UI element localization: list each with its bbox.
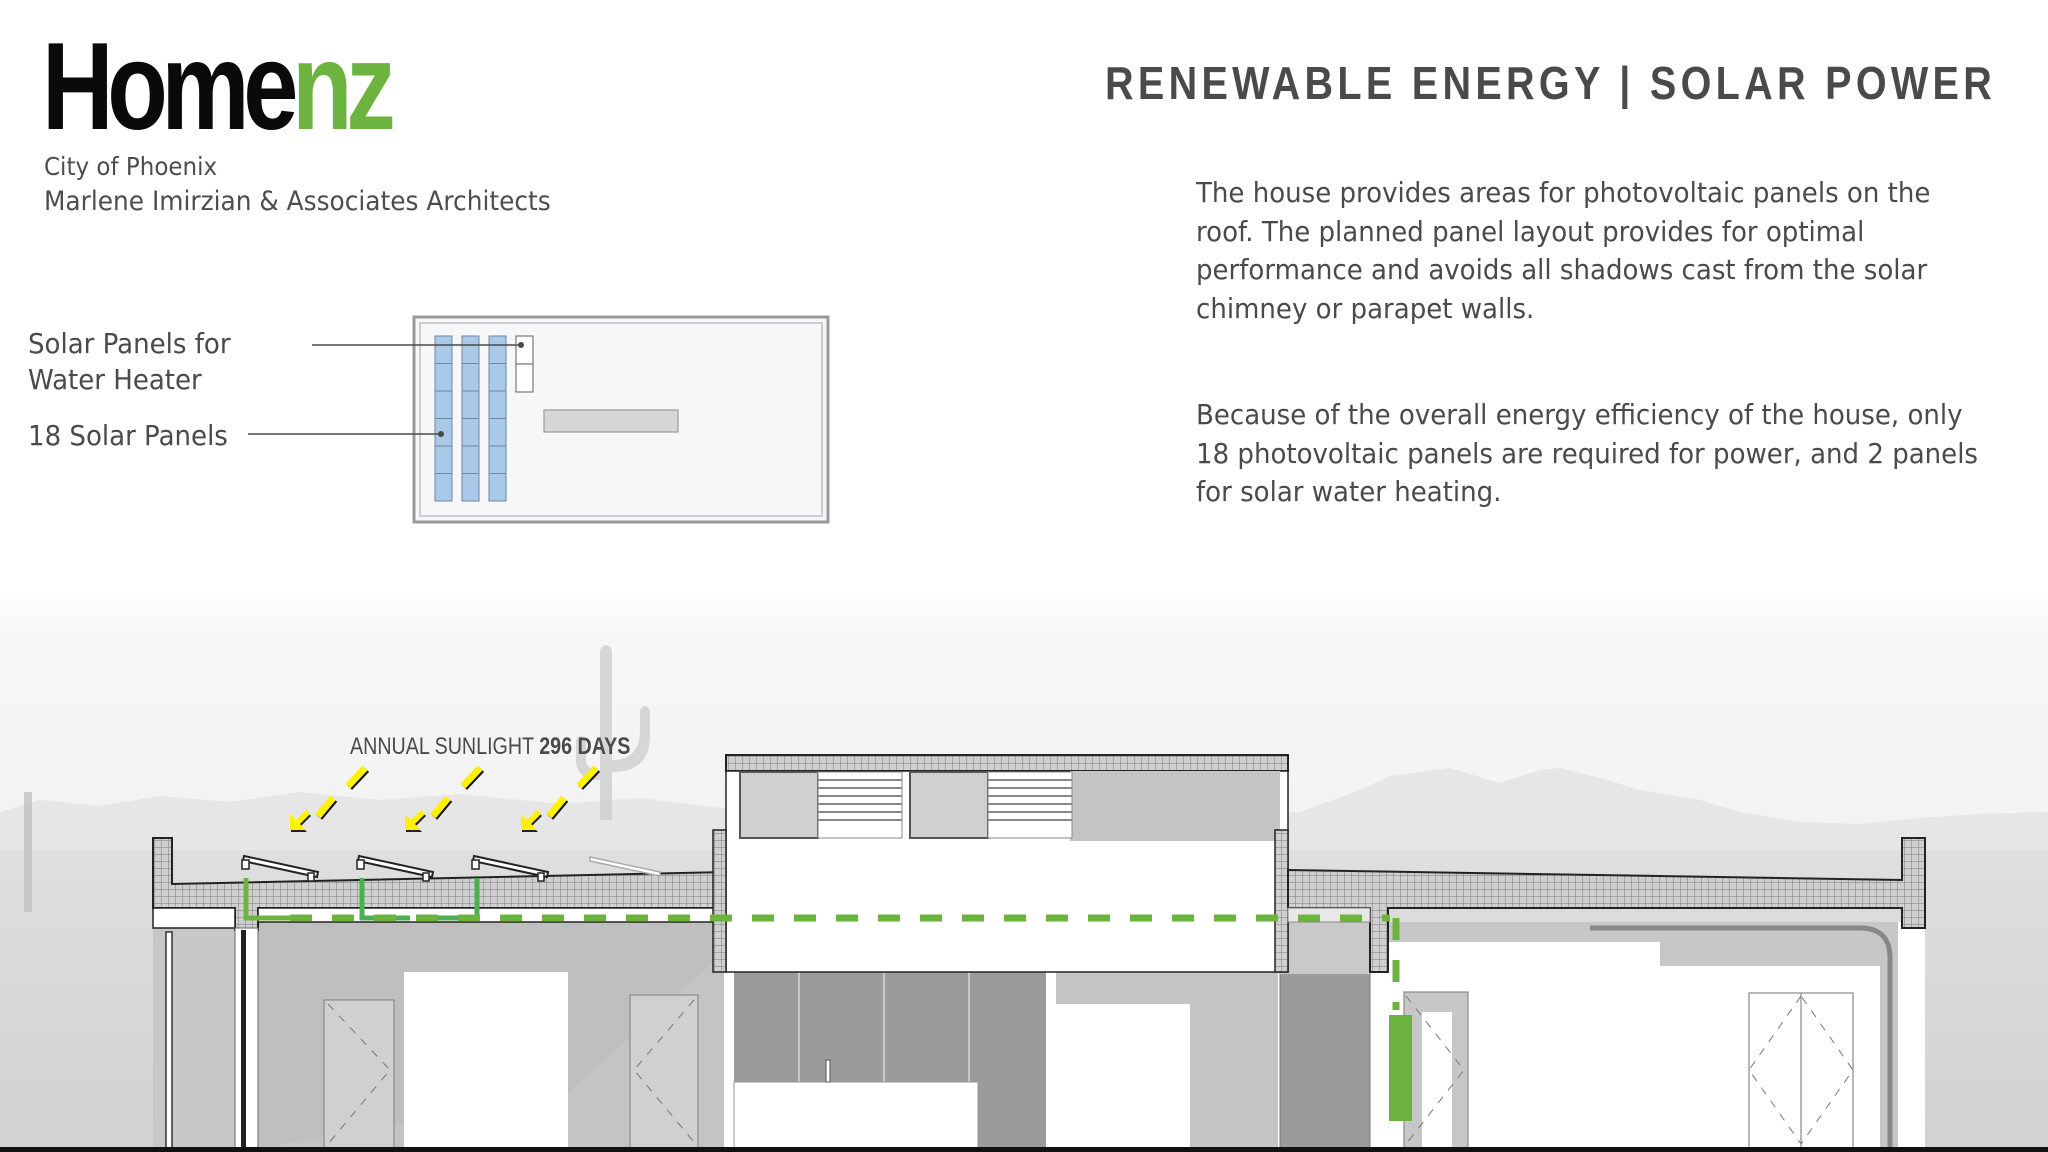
pv-panel xyxy=(434,418,453,447)
water-heater-tank xyxy=(1389,1015,1412,1121)
pv-panel xyxy=(488,473,507,502)
garage-shadow xyxy=(1388,922,1898,1148)
water-heater-panel xyxy=(515,363,534,393)
pv-panel-grid xyxy=(434,335,507,502)
water-heater-label: Solar Panels for Water Heater xyxy=(28,326,231,398)
sunlight-days-value: 296 DAYS xyxy=(539,733,631,760)
building-section xyxy=(0,754,2048,1152)
sun-ray-arrow xyxy=(405,765,485,832)
section-pv-panel xyxy=(241,854,320,882)
pv-panel xyxy=(461,363,480,392)
pv-panel xyxy=(434,363,453,392)
pv-panel xyxy=(461,335,480,364)
pv-panel xyxy=(434,445,453,474)
water-heater-leader-dot xyxy=(518,342,524,348)
door xyxy=(323,999,395,1149)
sun-ray-arrow xyxy=(521,765,601,832)
logo-word-green: nz xyxy=(292,18,396,156)
water-heater-label-line-1: Solar Panels for xyxy=(28,327,231,360)
utility-upper xyxy=(1280,922,1370,974)
pv-leader-dot xyxy=(438,431,444,437)
pv-panel xyxy=(488,390,507,419)
ceiling-band xyxy=(257,907,727,923)
section-pv-panel xyxy=(356,854,435,882)
section-pv-panel-ghost xyxy=(589,856,661,877)
sunlight-label-text: ANNUAL SUNLIGHT xyxy=(350,733,534,760)
exterior-wall-left xyxy=(234,927,259,1149)
door-swing xyxy=(1748,995,1854,1145)
window-frame xyxy=(165,931,173,1149)
pv-panel xyxy=(488,335,507,364)
roof-plan xyxy=(248,315,830,524)
kitchen-island xyxy=(733,1081,979,1149)
pv-panel xyxy=(434,335,453,364)
conduit-riser xyxy=(243,878,290,921)
chimney-wall-right xyxy=(1274,829,1289,973)
sun-rays xyxy=(290,765,601,832)
window-opening xyxy=(1056,1004,1190,1148)
solar-chimney-plan xyxy=(543,409,679,433)
cactus-small xyxy=(24,792,32,912)
window-mullion xyxy=(241,930,246,1148)
pv-panel xyxy=(488,445,507,474)
pv-panel xyxy=(488,363,507,392)
solar-conduit xyxy=(243,878,1412,1121)
description-paragraph-1: The house provides areas for photovoltai… xyxy=(1196,176,1931,325)
chimney-shadow xyxy=(1070,771,1280,841)
cactus-arm xyxy=(612,706,650,772)
cactus xyxy=(600,645,612,820)
clerestory-window xyxy=(909,771,989,839)
water-heater-panel xyxy=(515,335,534,365)
ground-line xyxy=(0,1147,2048,1152)
section-solar-panels xyxy=(241,854,661,882)
architect-name: Marlene Imirzian & Associates Architects xyxy=(44,186,551,217)
clerestory-window xyxy=(739,771,819,839)
pv-panel xyxy=(461,418,480,447)
louver-slats xyxy=(818,779,902,821)
sun-ray-arrow xyxy=(290,765,370,832)
pv-panels-label: 18 Solar Panels xyxy=(28,419,228,452)
chimney-roof xyxy=(725,754,1289,772)
logo-wordmark: Homenz xyxy=(42,25,396,149)
opening xyxy=(404,972,568,1148)
logo-word-dark: Home xyxy=(42,18,298,156)
pv-panel xyxy=(461,445,480,474)
pv-panel xyxy=(461,473,480,502)
pv-panel xyxy=(488,418,507,447)
pv-panel xyxy=(434,473,453,502)
door xyxy=(629,994,699,1149)
water-heater-label-line-2: Water Heater xyxy=(28,363,202,396)
faucet xyxy=(825,1059,831,1083)
roof-parapet xyxy=(419,322,823,517)
page-title: RENEWABLE ENERGY | SOLAR POWER xyxy=(1104,57,1996,109)
pv-panel xyxy=(461,390,480,419)
logo: Homenz xyxy=(42,25,502,149)
description-paragraph-2: Because of the overall energy efficiency… xyxy=(1196,398,1979,508)
annual-sunlight-label: ANNUAL SUNLIGHT 296 DAYS xyxy=(350,733,630,761)
left-soffit xyxy=(152,907,236,929)
cactus-arm xyxy=(576,736,600,780)
louver-slats xyxy=(988,779,1072,821)
pv-panel xyxy=(434,390,453,419)
garage-door-track xyxy=(1590,925,1893,1148)
section-pv-panel xyxy=(471,854,550,882)
chimney-wall-left xyxy=(712,829,727,973)
city-name: City of Phoenix xyxy=(44,152,218,181)
